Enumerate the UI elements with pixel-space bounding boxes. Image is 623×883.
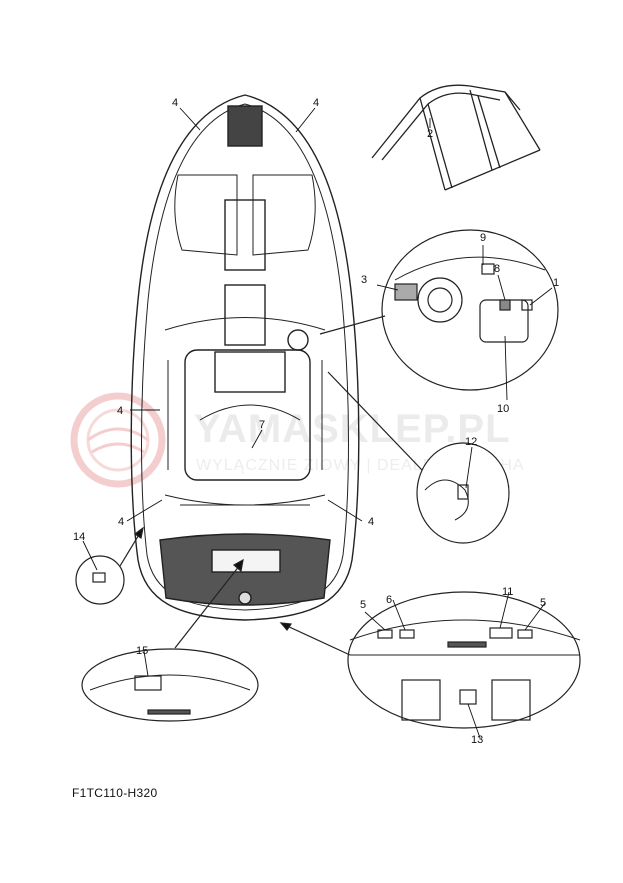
callout-6: 6 [386,594,392,606]
callouts: 4 4 2 9 3 8 1 10 4 7 12 4 4 14 5 6 11 5 … [73,97,559,746]
figure-code: F1TC110-H320 [72,786,158,800]
hull-side-detail [327,371,510,544]
callout-9: 9 [480,232,486,244]
boat-hull [130,94,360,621]
side-label-detail [75,526,144,605]
callout-5: 5 [360,599,366,611]
watermark-logo-icon [70,392,166,488]
leader-lines [82,107,553,739]
callout-5: 5 [540,597,546,609]
callout-7: 7 [259,419,265,431]
callout-14: 14 [73,531,85,543]
callout-10: 10 [497,403,509,415]
callout-13: 13 [471,734,483,746]
callout-4: 4 [368,516,374,528]
callout-4: 4 [313,97,319,109]
wakeboard-tower [371,84,541,191]
callout-3: 3 [361,274,367,286]
callout-8: 8 [494,263,500,275]
callout-4: 4 [172,97,178,109]
stern-detail [279,591,581,729]
callout-11: 11 [502,586,513,598]
callout-2: 2 [427,128,433,140]
dashboard-detail [319,229,559,391]
callout-4: 4 [117,405,123,417]
callout-4: 4 [118,516,124,528]
callout-15: 15 [136,645,148,657]
callout-12: 12 [465,436,477,448]
callout-1: 1 [553,277,559,289]
platform-hatch-detail [81,558,259,722]
